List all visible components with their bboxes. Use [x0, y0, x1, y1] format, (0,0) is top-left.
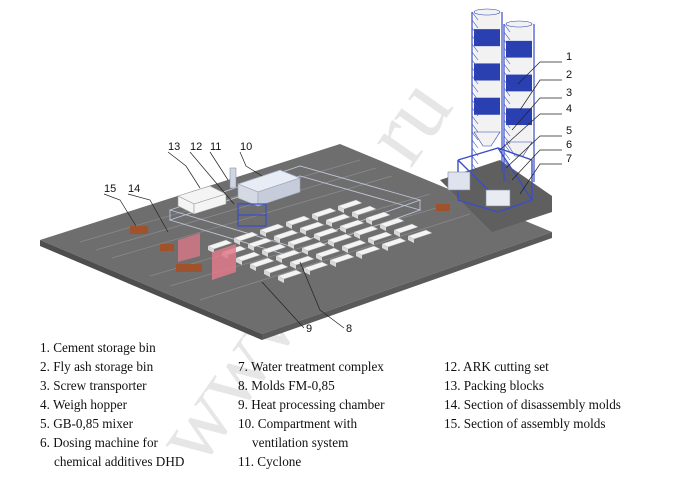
- callout-number: 7: [566, 153, 572, 165]
- callout-number: 9: [306, 323, 312, 335]
- mold-block: [261, 243, 287, 257]
- mold-block: [303, 261, 329, 275]
- legend-item: 12. ARK cutting set: [444, 359, 549, 374]
- mold-block: [207, 239, 233, 253]
- mold-block: [233, 231, 259, 245]
- callout-leader: [505, 135, 562, 169]
- mold-block: [337, 199, 363, 213]
- callout-number: 10: [240, 141, 252, 153]
- callout-leader: [239, 151, 263, 177]
- mold-block: [259, 223, 285, 237]
- cyclone: [229, 167, 237, 189]
- callout-leader: [189, 151, 235, 205]
- storage-silo: [471, 8, 503, 173]
- callout-leader: [209, 151, 229, 181]
- callout-number: 3: [566, 87, 572, 99]
- mold-block: [301, 241, 327, 255]
- callout-leader: [299, 261, 345, 329]
- legend-item: 2. Fly ash storage bin: [40, 359, 154, 374]
- mold-block: [273, 229, 299, 243]
- callout-number: 13: [168, 141, 180, 153]
- mold-block: [355, 245, 381, 259]
- legend-item: 13. Packing blocks: [444, 378, 544, 393]
- ark-cutting-set: [237, 203, 267, 227]
- legend-column-2: 7. Water treatment complex 8. Molds FM-0,…: [238, 357, 384, 471]
- mold-block: [393, 223, 419, 237]
- mold-block: [315, 247, 341, 261]
- callout-leader: [511, 149, 562, 181]
- mold-block: [365, 211, 391, 225]
- mold-block: [299, 221, 325, 235]
- mixer-unit: [447, 171, 511, 207]
- callout-number: 11: [210, 141, 221, 153]
- mold-block: [285, 215, 311, 229]
- callout-number: 4: [566, 103, 572, 115]
- legend-item: 15. Section of assembly molds: [444, 416, 606, 431]
- legend-item: ventilation system: [252, 435, 349, 450]
- mold-block: [353, 225, 379, 239]
- pallets: [130, 204, 450, 272]
- mold-block: [381, 237, 407, 251]
- legend-item: 6. Dosing machine for: [40, 435, 158, 450]
- callout-number: 14: [128, 183, 140, 195]
- mold-block: [287, 235, 313, 249]
- legend-item: 11. Cyclone: [238, 454, 302, 469]
- callout-leader: [519, 163, 562, 195]
- packing-blocks: [177, 185, 227, 215]
- mold-block: [249, 257, 275, 271]
- mold-block: [329, 253, 355, 267]
- callout-leader: [127, 193, 169, 233]
- callout-leader: [517, 61, 562, 85]
- callout-number: 1: [566, 51, 572, 63]
- callout-number: 15: [104, 183, 116, 195]
- mold-block: [379, 217, 405, 231]
- callout-number: 2: [566, 69, 572, 81]
- mold-block: [263, 263, 289, 277]
- mold-block: [289, 255, 315, 269]
- mold-block: [367, 231, 393, 245]
- callout-leader: [511, 97, 562, 131]
- mold-block: [351, 205, 377, 219]
- callout-leader: [261, 281, 305, 329]
- legend-item: chemical additives DHD: [54, 454, 185, 469]
- callout-number: 8: [346, 323, 352, 335]
- legend-item: 5. GB-0,85 mixer: [40, 416, 134, 431]
- mold-block: [341, 239, 367, 253]
- callout-number: 5: [566, 125, 572, 137]
- legend-item: 14. Section of disassembly molds: [444, 397, 621, 412]
- callout-leader: [499, 113, 562, 151]
- legend-item: 4. Weigh hopper: [40, 397, 127, 412]
- legend-column-3: 12. ARK cutting set 13. Packing blocks 14.…: [444, 357, 621, 433]
- legend-item: 3. Screw transporter: [40, 378, 147, 393]
- silo-structure: [447, 8, 535, 213]
- legend-item: 1. Cement storage bin: [40, 340, 156, 355]
- mold-block: [325, 213, 351, 227]
- callout-number: 6: [566, 139, 572, 151]
- legend-item: 10. Compartment with: [238, 416, 358, 431]
- legend-item: 9. Heat processing chamber: [238, 397, 385, 412]
- heat-processing-chamber: [178, 233, 236, 280]
- legend-item: 7. Water treatment complex: [238, 359, 384, 374]
- rail-tracks: [79, 159, 471, 301]
- mold-block: [327, 233, 353, 247]
- ventilation-compartment: [236, 169, 302, 207]
- callout-leader: [103, 193, 137, 227]
- callout-leader: [167, 151, 201, 189]
- mold-block: [275, 249, 301, 263]
- mold-block: [235, 251, 261, 265]
- legend-column-1: 1. Cement storage bin 2. Fly ash storage …: [40, 338, 184, 471]
- mold-block: [277, 269, 303, 283]
- molds-fm-085: [207, 199, 433, 283]
- mold-block: [339, 219, 365, 233]
- mold-block: [311, 207, 337, 221]
- mold-block: [313, 227, 339, 241]
- mold-block: [247, 237, 273, 251]
- callout-number: 12: [190, 141, 202, 153]
- legend-item: 8. Molds FM-0,85: [238, 378, 335, 393]
- mold-block: [407, 229, 433, 243]
- callout-leader: [519, 79, 562, 111]
